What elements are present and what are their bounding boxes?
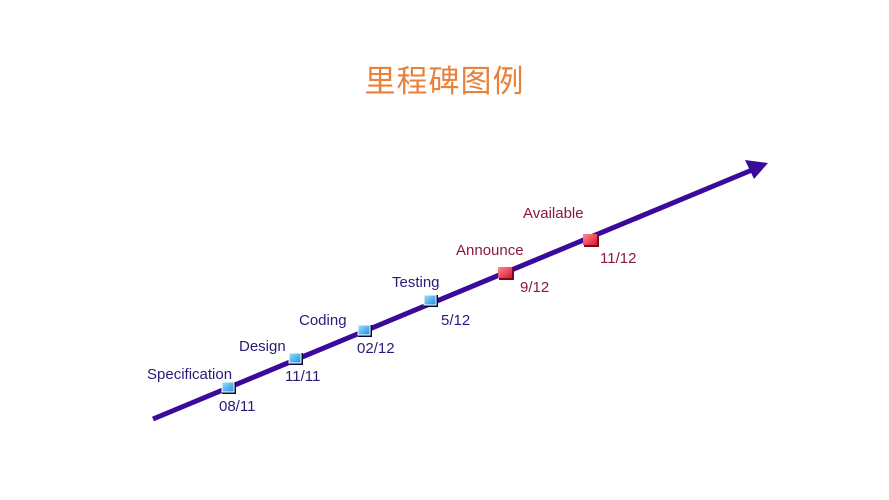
timeline-arrow — [152, 160, 768, 422]
page-title: 里程碑图例 — [364, 64, 525, 100]
milestone-marker-design — [288, 352, 303, 365]
milestone-name-available: Available — [523, 205, 584, 222]
milestone-name-announce: Announce — [456, 242, 524, 259]
milestone-marker-testing — [423, 294, 438, 307]
milestone-date-specification: 08/11 — [219, 398, 256, 415]
milestone-marker-specification — [221, 381, 236, 394]
arrow-head-icon — [745, 160, 768, 179]
milestone-name-testing: Testing — [392, 274, 440, 291]
milestone-name-specification: Specification — [147, 366, 233, 383]
milestone-date-coding: 02/12 — [357, 340, 395, 357]
milestone-marker-available — [583, 234, 599, 247]
milestone-date-design: 11/11 — [285, 368, 321, 385]
milestone-marker-coding — [357, 324, 372, 337]
milestone-date-available: 11/12 — [600, 250, 637, 267]
milestone-name-design: Design — [239, 338, 286, 355]
milestone-marker-announce — [498, 267, 514, 280]
milestone-name-coding: Coding — [299, 312, 347, 329]
milestone-date-testing: 5/12 — [441, 312, 471, 329]
milestone-date-announce: 9/12 — [520, 279, 550, 296]
